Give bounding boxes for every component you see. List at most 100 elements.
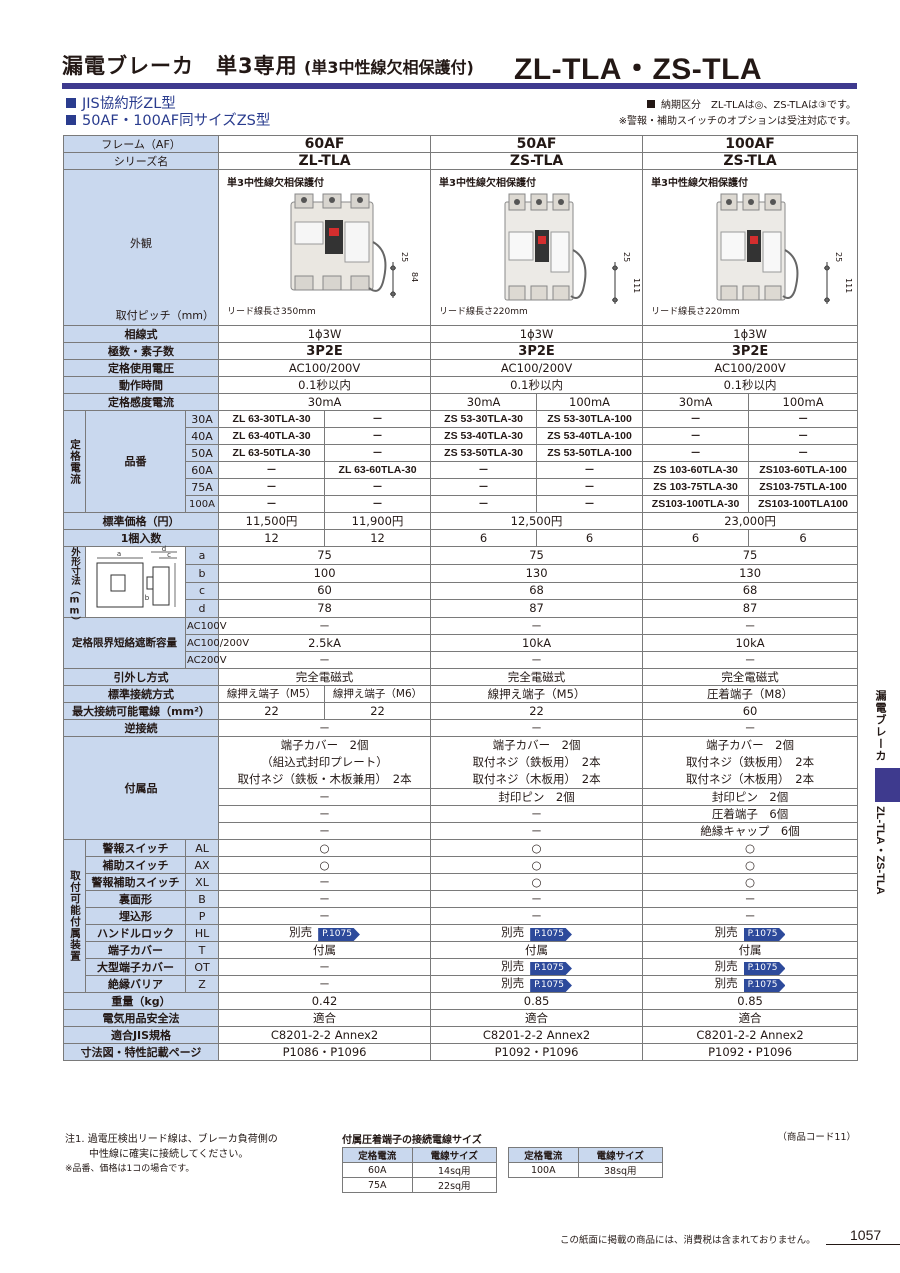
terminal-table-1: 定格電流 電線サイズ 60A 14sq用 75A 22sq用 [342,1147,498,1193]
option-name: 警報スイッチ [85,839,186,857]
option-value: ○ [642,839,859,857]
title-model: ZL-TLA・ZS-TLA [514,53,763,86]
pitch-diagram [390,262,397,298]
option-value: ○ [430,839,644,857]
title-rule [62,83,857,89]
svg-text:d: d [161,545,165,553]
row-part-100a: 100A － － － － ZS103-100TLA-30 ZS103-100TL… [64,495,859,513]
row-trip: 引外し方式 完全電磁式 完全電磁式 完全電磁式 [62,668,859,686]
delivery-note: 納期区分 ZL-TLAは◎、ZS-TLAは③です。 [660,100,856,111]
option-code: Z [184,975,220,993]
product-code: （商品コード11） [777,1132,856,1143]
option-value: － [430,907,644,925]
option-code: P [184,907,220,925]
page-ref-link[interactable]: P.1075 [743,979,786,992]
option-value: 付属 [218,941,432,959]
option-value: － [218,975,432,993]
row-pages: 寸法図・特性記載ページ P1086・P1096 P1092・P1096 P109… [62,1043,859,1061]
option-value: － [430,890,644,908]
option-value: － [218,890,432,908]
options-label: 取付可能付属装置 [63,839,86,993]
option-value: ○ [430,856,644,874]
accessories-zs50: 端子カバー 2個 取付ネジ（鉄板用） 2本 取付ネジ（木板用） 2本 封印ピン … [430,736,644,840]
note-2: ※品番、価格は1コの場合です。 [65,1164,195,1174]
row-time: 動作時間 0.1秒以内 0.1秒以内 0.1秒以内 [62,376,859,394]
option-name: 裏面形 [85,890,186,908]
dimension-label: 外形寸法（mm） [63,546,86,626]
option-name: 補助スイッチ [85,856,186,874]
page-ref-link[interactable]: P.1075 [743,962,786,975]
option-value: － [642,907,859,925]
row-law: 電気用品安全法 適合 適合 適合 [62,1009,859,1027]
spec-table: フレーム（AF） 60AF 50AF 100AF シリーズ名 ZL-TLA ZS… [62,135,859,1061]
option-value: ○ [218,839,432,857]
row-weight: 重量（kg） 0.42 0.85 0.85 [62,992,859,1010]
svg-text:b: b [144,594,149,602]
terminal-table-title: 付属圧着端子の接続電線サイズ [342,1135,482,1146]
row-wire: 最大接続可能電線（mm²） 22 22 22 60 [62,702,859,720]
page-ref-link[interactable]: P.1075 [318,928,360,941]
product-image-zs100: 単3中性線欠相保護付 [642,169,859,326]
table-row: 75A 22sq用 [342,1177,498,1193]
option-code: AX [184,856,220,874]
option-note: ※警報・補助スイッチのオプションは受注対応です。 [618,116,856,127]
row-accessories: 付属品 端子カバー 2個 （組込式封印プレート） 取付ネジ（鉄板・木板兼用） 2… [62,736,859,840]
pitch-diagram [824,262,831,304]
series-line: JIS協約形ZL型 [66,96,270,113]
option-name: ハンドルロック [85,924,186,942]
table-row: 60A 14sq用 [342,1162,498,1178]
side-tab: 漏電ブレーカ [872,690,896,762]
foot-notes: 注1. 過電圧検出リード線は、ブレーカ負荷側の 中性線に確実に接続してください。… [65,1132,278,1177]
breaker-illustration [290,193,387,292]
dimension-drawing: a d c b [96,545,177,608]
option-code: OT [184,958,220,976]
square-bullet-icon [66,98,76,108]
footer-note: この紙面に掲載の商品には、消費税は含まれておりません。 [560,1235,816,1246]
page-ref-link[interactable]: P.1075 [530,928,572,941]
option-value: － [218,873,432,891]
row-price: 標準価格（円） 11,500円 11,900円 12,500円 23,000円 [62,512,859,530]
page-number-rule [826,1244,900,1245]
page-title: 漏電ブレーカ 単3専用 (単3中性線欠相保護付) ZL-TLA・ZS-TLA [62,44,862,86]
row-dim-a: 外形寸法（mm） a d c b a 75 75 75 [63,545,859,626]
svg-text:a: a [116,550,120,558]
option-name: 絶縁バリア [85,975,186,993]
option-name: 端子カバー [85,941,186,959]
rated-current-label: 定格電流 [63,410,86,513]
option-name: 大型端子カバー [85,958,186,976]
option-value: 付属 [430,941,644,959]
page-ref-link[interactable]: P.1075 [530,962,572,975]
page-ref-link[interactable]: P.1075 [743,928,786,941]
part-number-label: 品番 [85,410,186,513]
page-ref-link[interactable]: P.1075 [530,979,572,992]
accessories-zs100: 端子カバー 2個 取付ネジ（鉄板用） 2本 取付ネジ（木板用） 2本 封印ピン … [642,736,859,840]
option-code: XL [184,873,220,891]
option-name: 埋込形 [85,907,186,925]
note-1: 注1. 過電圧検出リード線は、ブレーカ負荷側の [65,1134,278,1145]
side-tab-model: ZL-TLA・ZS-TLA [874,806,886,895]
pitch-diagram [612,262,619,304]
row-part-60a: 60A － ZL 63-60TLA-30 － － ZS 103-60TLA-30… [64,461,859,479]
option-value: － [642,890,859,908]
title-sub: (単3中性線欠相保護付) [304,58,474,77]
row-sensitivity: 定格感度電流 30mA 30mA 100mA 30mA 100mA [62,393,859,411]
row-appearance: 外観 取付ピッチ（mm） 単3中性線欠相保護付 [62,169,859,326]
row-break-ac100: 定格限界短絡遮断容量 AC100V － － － [63,617,859,669]
side-tab-category: 漏電ブレーカ [874,690,887,762]
row-frame: フレーム（AF） 60AF 50AF 100AF [62,135,859,153]
notes-top: 納期区分 ZL-TLAは◎、ZS-TLAは③です。 ※警報・補助スイッチのオプシ… [619,98,856,130]
square-bullet-icon [646,100,655,108]
product-image-zs50: 単3中性線欠相保護付 [430,169,644,326]
row-connection: 標準接続方式 線押え端子（M5） 線押え端子（M6） 線押え端子（M5） 圧着端… [62,685,859,703]
